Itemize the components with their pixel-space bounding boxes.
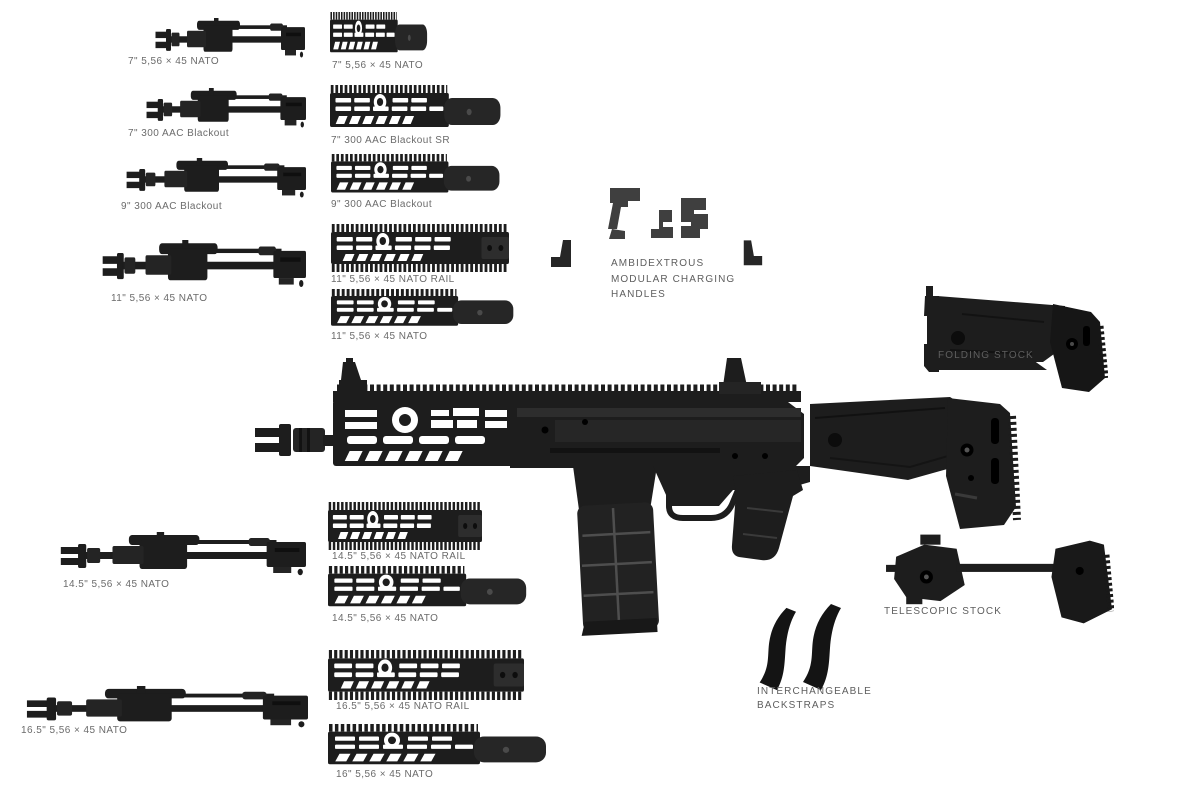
handguard-9in-300blk-image: [331, 154, 501, 198]
charging-handle-icon: [743, 240, 763, 266]
barrel-label: 16.5" 5,56 × 45 NATO: [21, 725, 128, 736]
charging-handle-icon: [551, 240, 571, 267]
handguard-label: 9" 300 AAC Blackout: [331, 199, 433, 210]
backstraps-label-line1: INTERCHANGEABLE: [757, 686, 872, 697]
charging-handles-label-line3: HANDLES: [611, 289, 666, 300]
folding-stock-label: FOLDING STOCK: [938, 350, 1034, 361]
handguard-11in-556-image: [331, 289, 515, 331]
handguard-label: 7" 5,56 × 45 NATO: [332, 60, 424, 71]
charging-handle-icon: [681, 198, 708, 238]
telescopic-stock-label: TELESCOPIC STOCK: [884, 606, 1002, 617]
handguard-label: 11" 5,56 × 45 NATO: [331, 331, 428, 342]
charging-handle-icon: [651, 210, 673, 238]
backstraps-label-line2: BACKSTRAPS: [757, 700, 836, 711]
handguard-label: 11" 5,56 × 45 NATO RAIL: [331, 274, 455, 285]
handguard-16in-556-image: [328, 724, 548, 770]
charging-handles-label-line2: MODULAR CHARGING: [611, 273, 736, 285]
telescopic-stock-image: [886, 534, 1114, 624]
handguard-165in-556-rail-image: [328, 650, 524, 700]
barrel-7in-300blk-image: [146, 88, 306, 128]
barrel-label: 11" 5,56 × 45 NATO: [111, 293, 208, 304]
barrel-label: 7" 5,56 × 45 NATO: [128, 56, 220, 67]
handguard-7in-556-image: [330, 12, 428, 58]
barrel-11in-556-image: [102, 240, 306, 287]
charging-handle-icon: [608, 188, 640, 239]
handguard-label: 14.5" 5,56 × 45 NATO RAIL: [332, 551, 466, 562]
backstraps-label: INTERCHANGEABLE BACKSTRAPS: [757, 685, 872, 713]
handguard-label: 16.5" 5,56 × 45 NATO RAIL: [336, 701, 470, 712]
handguard-11in-556-rail-image: [331, 224, 509, 272]
barrel-7in-556-image: [155, 18, 305, 58]
barrel-9in-300blk-image: [126, 158, 306, 198]
assembled-rifle-image: [255, 358, 1021, 636]
barrel-label: 7" 300 AAC Blackout: [128, 128, 230, 139]
folding-stock-image: [924, 286, 1108, 392]
charging-handles-label: AMBIDEXTROUS MODULAR CHARGING HANDLES: [611, 256, 735, 303]
charging-handles-label-line1: AMBIDEXTROUS: [611, 258, 705, 269]
barrel-165in-556-image: [26, 686, 308, 728]
handguard-label: 14.5" 5,56 × 45 NATO: [332, 613, 439, 624]
handguard-label: 16" 5,56 × 45 NATO: [336, 769, 434, 780]
handguard-7in-300blk-sr-image: [330, 85, 502, 133]
barrel-label: 14.5" 5,56 × 45 NATO: [63, 579, 170, 590]
handguard-label: 7" 300 AAC Blackout SR: [331, 135, 451, 146]
barrel-label: 9" 300 AAC Blackout: [121, 201, 223, 212]
